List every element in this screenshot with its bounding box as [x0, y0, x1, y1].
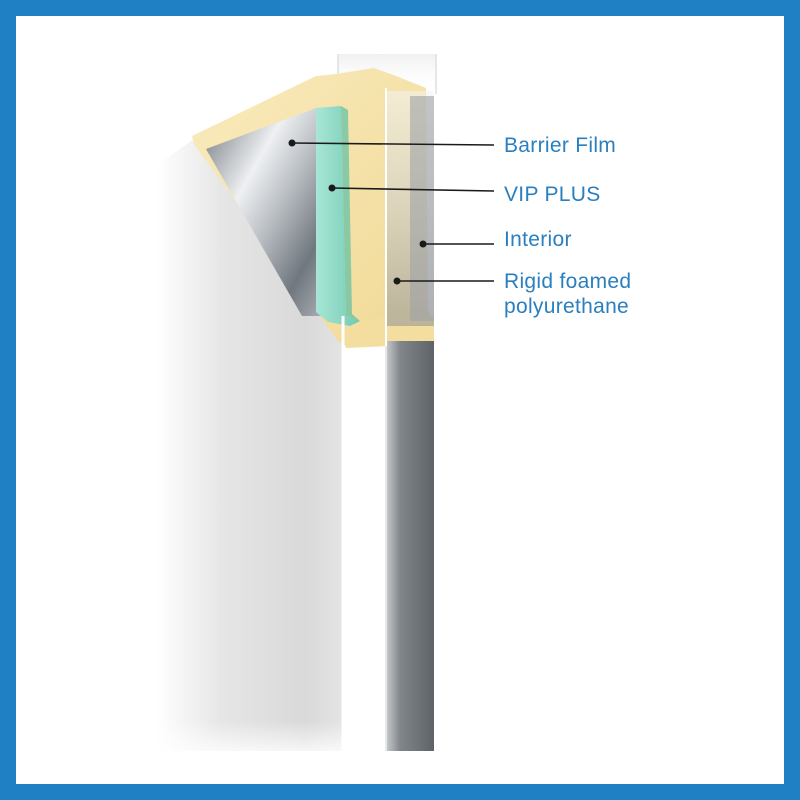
leader-rigid-foam — [393, 277, 494, 285]
leader-interior — [419, 240, 494, 248]
rigid-foam-label-line2: polyurethane — [504, 295, 630, 318]
leader-vip-plus — [328, 184, 495, 192]
interior-label: Interior — [504, 228, 572, 251]
leader-barrier-film — [288, 139, 495, 147]
vip-plus-panel — [316, 106, 360, 326]
vip-plus-label: VIP PLUS — [504, 183, 601, 206]
interior-liner — [385, 91, 434, 751]
insulation-cross-section — [156, 54, 495, 756]
barrier-film-label: Barrier Film — [504, 134, 617, 157]
edge-lines — [341, 88, 387, 751]
rigid-foam-label: Rigid foamed polyurethane — [504, 269, 631, 319]
rigid-foam-label-line1: Rigid foamed — [504, 270, 632, 293]
